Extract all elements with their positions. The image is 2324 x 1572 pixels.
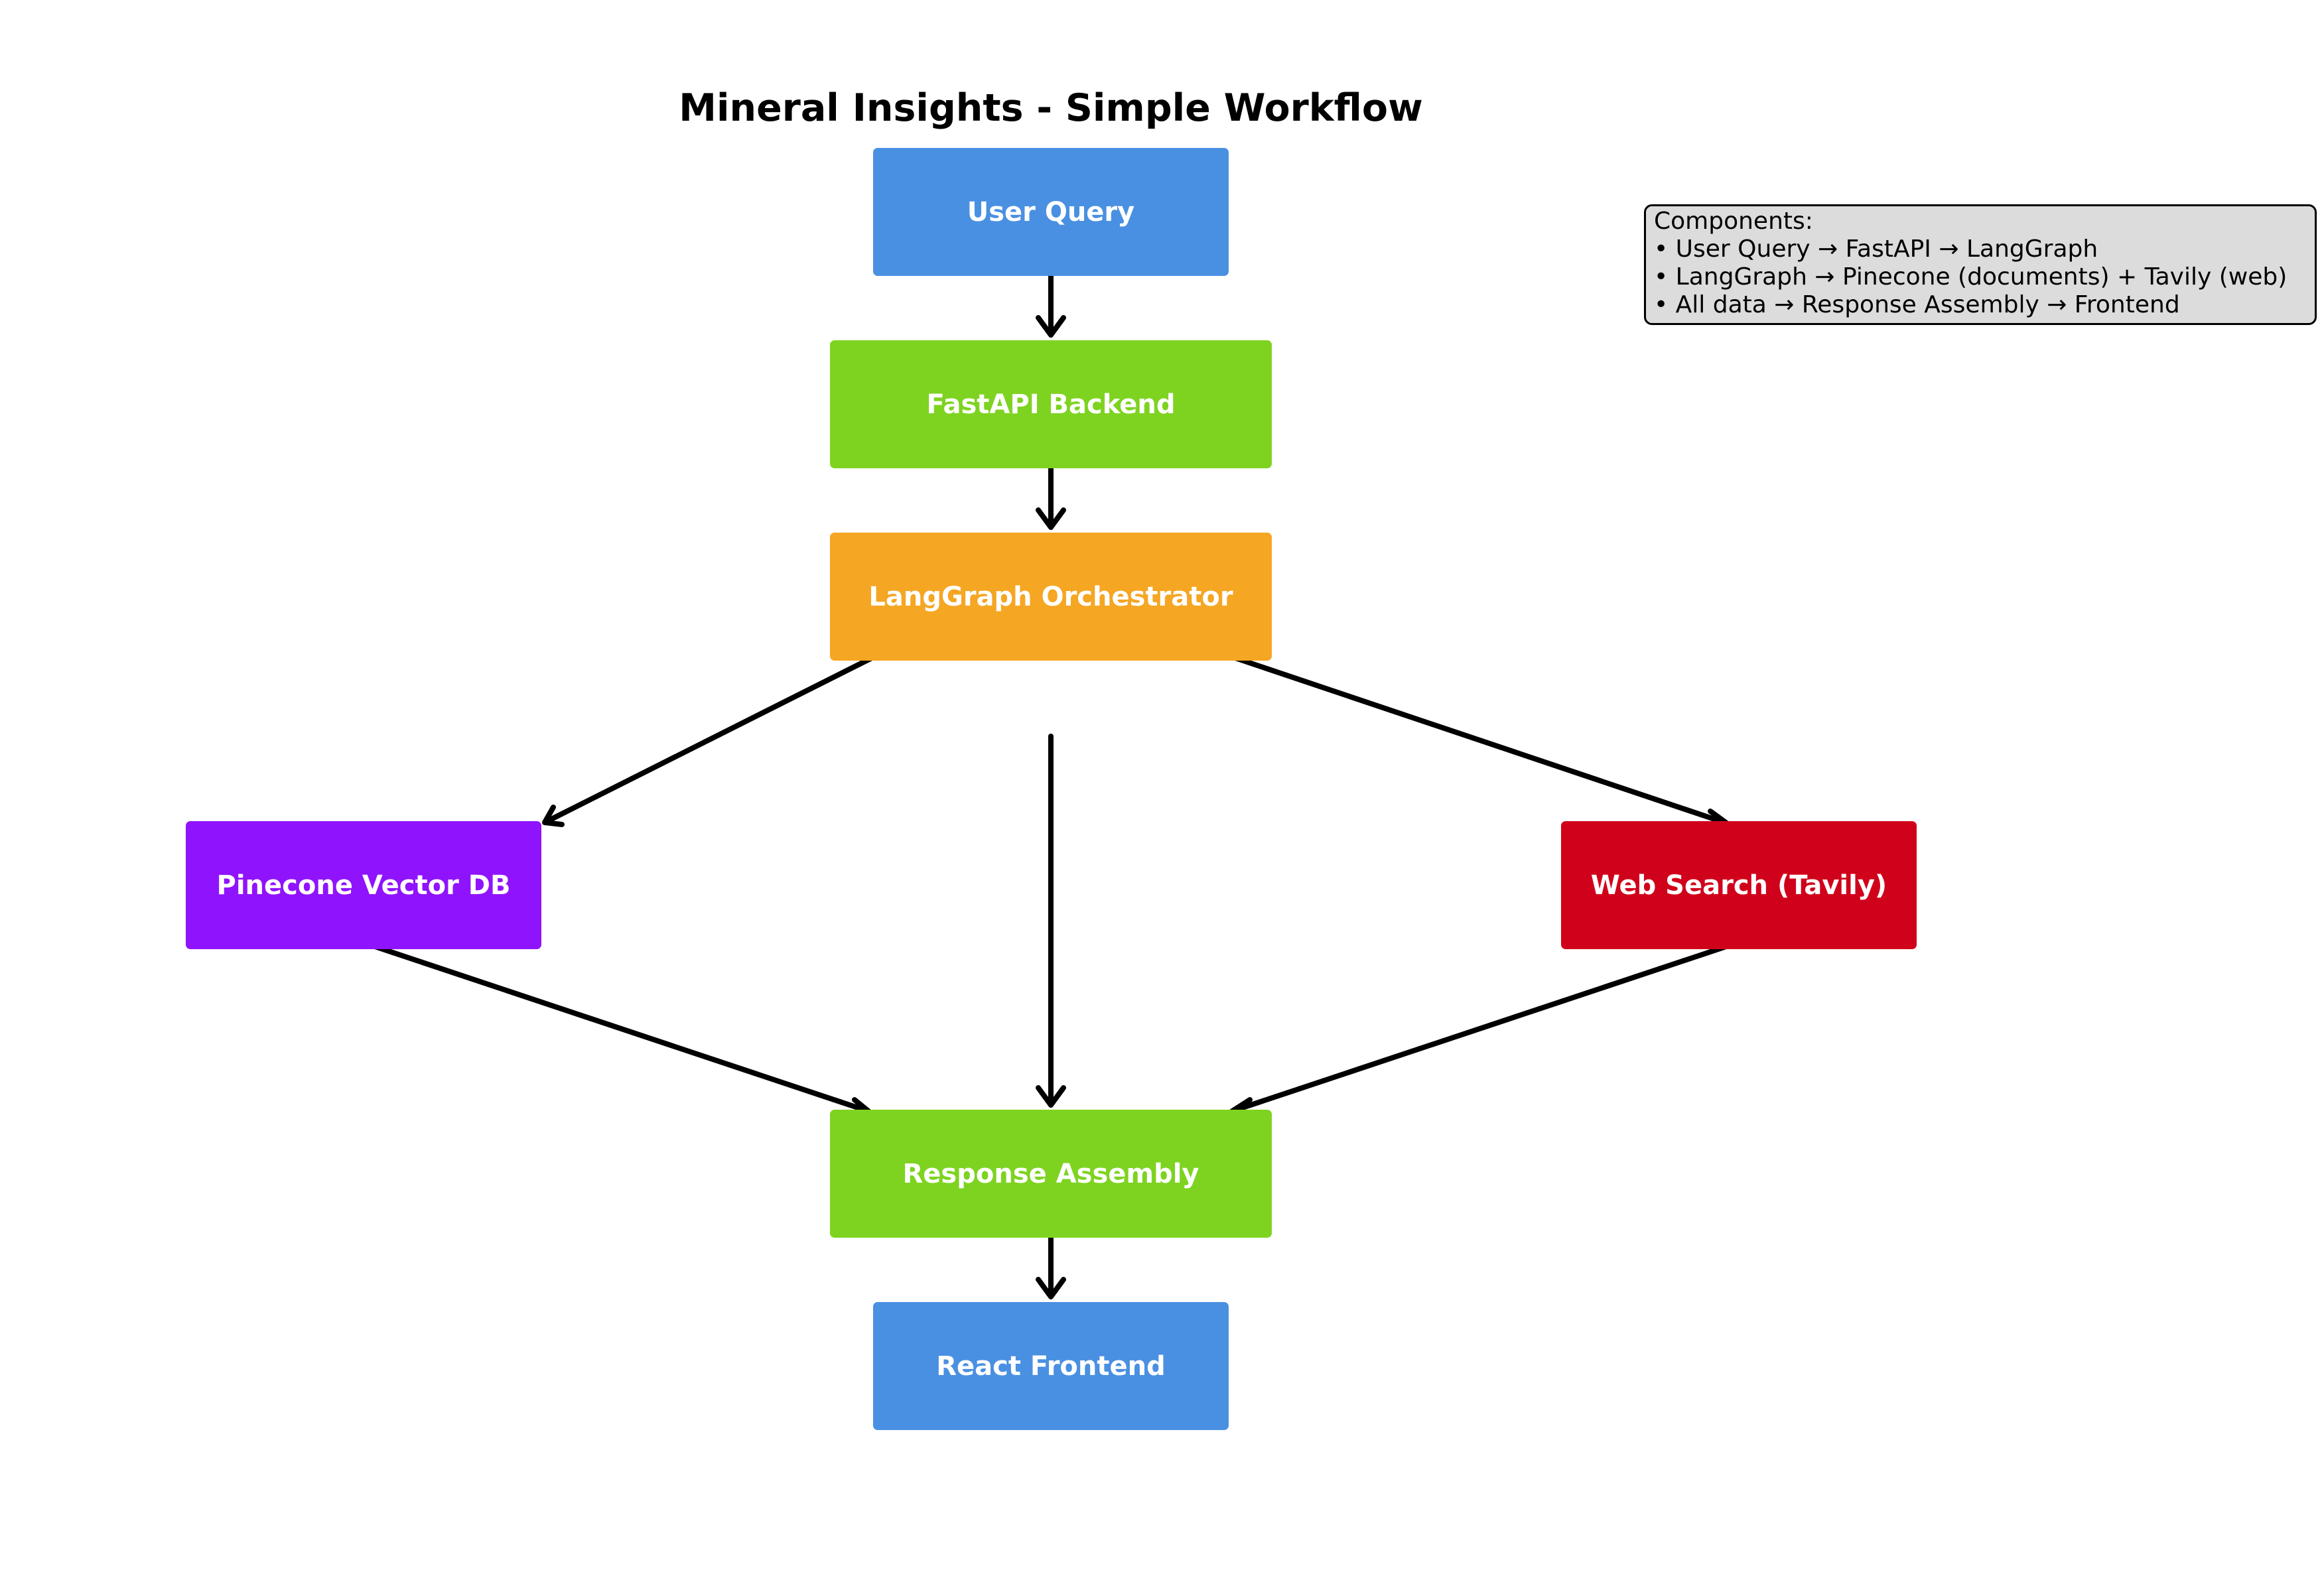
node-pinecone-vector-db: Pinecone Vector DB	[186, 821, 541, 949]
node-react-frontend-label: React Frontend	[936, 1350, 1166, 1382]
arrow-langgraph-to-pinecone	[542, 654, 877, 827]
node-fastapi-backend-label: FastAPI Backend	[926, 389, 1176, 420]
arrow-web-search-to-response	[1229, 941, 1737, 1126]
legend-line-2: • LangGraph → Pinecone (documents) + Tav…	[1654, 263, 2288, 291]
node-response-assembly-label: Response Assembly	[902, 1158, 1199, 1189]
node-react-frontend: React Frontend	[873, 1302, 1229, 1430]
components-legend: Components: • User Query → FastAPI → Lan…	[1644, 204, 2317, 325]
node-user-query: User Query	[873, 148, 1229, 276]
node-web-search-label: Web Search (Tavily)	[1590, 870, 1887, 901]
arrow-langgraph-to-response	[1036, 734, 1066, 1108]
arrow-fastapi-to-langgraph	[1036, 464, 1066, 530]
legend-line-3: • All data → Response Assembly → Fronten…	[1654, 291, 2180, 318]
legend-heading: Components:	[1654, 208, 1813, 235]
node-langgraph-orchestrator: LangGraph Orchestrator	[830, 533, 1272, 661]
node-pinecone-vector-db-label: Pinecone Vector DB	[216, 870, 511, 901]
node-web-search: Web Search (Tavily)	[1561, 821, 1917, 949]
arrow-response-to-frontend	[1036, 1234, 1066, 1299]
arrow-pinecone-to-response	[364, 941, 872, 1126]
diagram-title: Mineral Insights - Simple Workflow	[679, 86, 1423, 130]
node-langgraph-orchestrator-label: LangGraph Orchestrator	[868, 581, 1233, 612]
node-response-assembly: Response Assembly	[830, 1110, 1272, 1238]
node-fastapi-backend: FastAPI Backend	[830, 340, 1272, 468]
arrow-user-query-to-fastapi	[1036, 273, 1066, 338]
arrow-langgraph-to-web-search	[1225, 653, 1730, 837]
node-user-query-label: User Query	[967, 196, 1135, 228]
legend-line-1: • User Query → FastAPI → LangGraph	[1654, 235, 2098, 263]
